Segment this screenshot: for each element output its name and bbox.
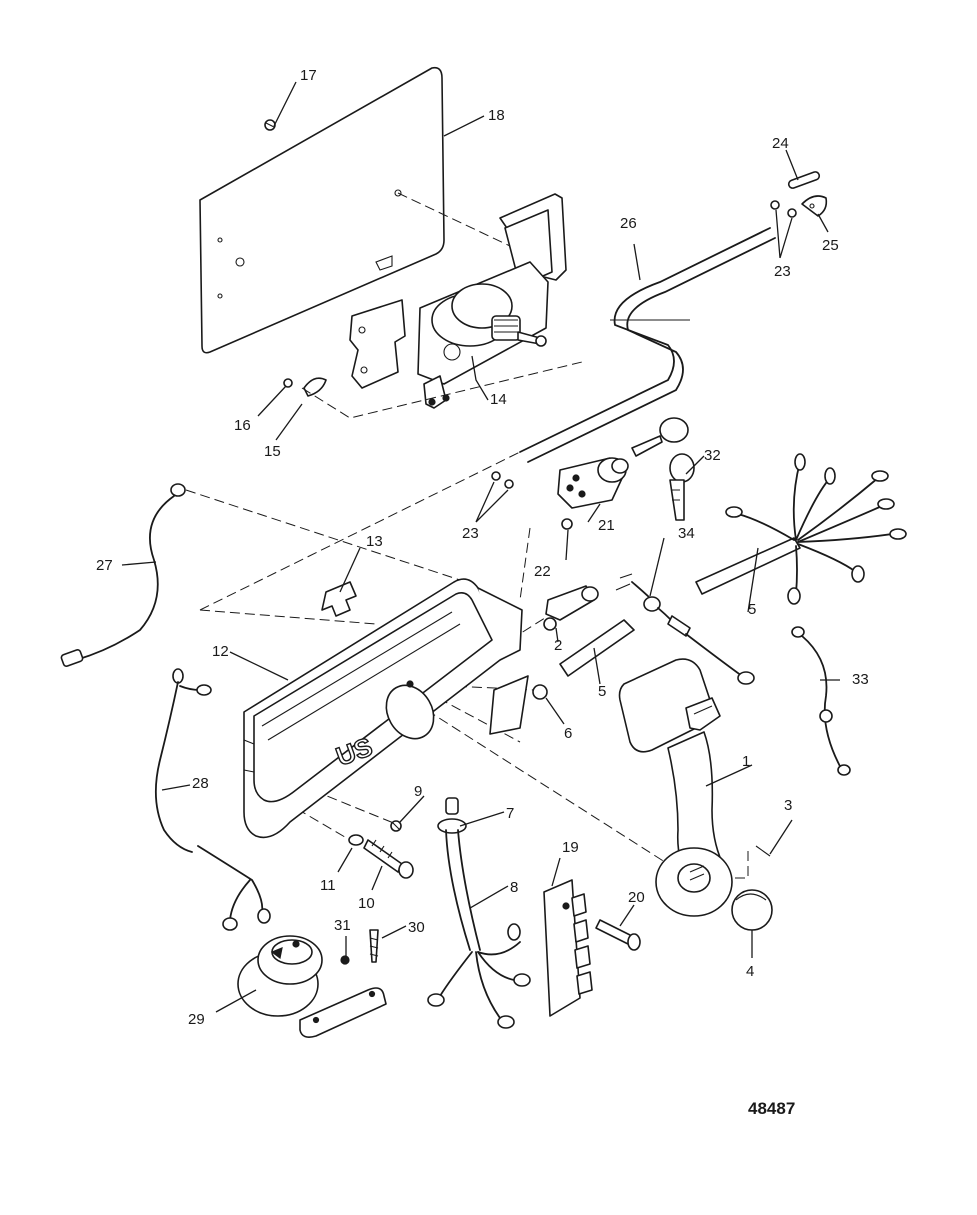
callout-24: 24 bbox=[772, 135, 789, 152]
washer bbox=[491, 471, 501, 481]
trim-lead bbox=[154, 668, 271, 931]
callout-9: 9 bbox=[414, 783, 422, 800]
leader-lines bbox=[121, 81, 840, 1013]
callout-34: 34 bbox=[678, 525, 695, 542]
bolt bbox=[363, 839, 414, 879]
callout-23-mid: 23 bbox=[462, 525, 479, 542]
callout-25: 25 bbox=[822, 237, 839, 254]
callout-28: 28 bbox=[192, 775, 209, 792]
callout-3: 3 bbox=[784, 797, 792, 814]
warning-horn bbox=[237, 935, 387, 1038]
washer bbox=[504, 479, 514, 489]
callout-7: 7 bbox=[506, 805, 514, 822]
sleeve bbox=[559, 619, 635, 677]
callout-4: 4 bbox=[746, 963, 754, 980]
washer bbox=[770, 200, 780, 210]
callout-33: 33 bbox=[852, 671, 869, 688]
callout-31: 31 bbox=[334, 917, 351, 934]
callout-11: 11 bbox=[320, 877, 336, 894]
callout-15: 15 bbox=[264, 443, 281, 460]
callout-23-top: 23 bbox=[774, 263, 791, 280]
pin bbox=[755, 845, 771, 857]
wiring-harness bbox=[695, 453, 907, 605]
callout-6: 6 bbox=[564, 725, 572, 742]
screw bbox=[264, 119, 276, 131]
grommet bbox=[437, 797, 467, 834]
nut bbox=[340, 955, 350, 965]
ground-lead bbox=[60, 483, 186, 668]
callout-19: 19 bbox=[562, 839, 579, 856]
neutral-switch-lead bbox=[615, 573, 755, 685]
screw bbox=[390, 820, 402, 832]
callout-5-sleeve: 5 bbox=[598, 683, 606, 700]
control-handle bbox=[618, 658, 733, 917]
callout-26: 26 bbox=[620, 215, 637, 232]
callout-14: 14 bbox=[490, 391, 507, 408]
lock-washer bbox=[283, 378, 293, 388]
trim-switch-harness bbox=[427, 829, 531, 1029]
knob-cap bbox=[731, 889, 773, 931]
control-cables bbox=[519, 227, 776, 463]
callout-1: 1 bbox=[742, 753, 750, 770]
callout-16: 16 bbox=[234, 417, 251, 434]
callout-32: 32 bbox=[704, 447, 721, 464]
cable-clip bbox=[303, 377, 327, 397]
ignition-keys bbox=[631, 417, 695, 521]
callout-22: 22 bbox=[534, 563, 551, 580]
callout-8: 8 bbox=[510, 879, 518, 896]
callout-30: 30 bbox=[408, 919, 425, 936]
cable-end-fitting bbox=[801, 195, 828, 217]
stop-switch bbox=[543, 585, 599, 631]
washer bbox=[787, 208, 797, 218]
control-mechanism bbox=[349, 193, 567, 409]
callout-18: 18 bbox=[488, 107, 505, 124]
mounting-plate bbox=[199, 66, 445, 354]
callout-17: 17 bbox=[300, 67, 317, 84]
callout-10: 10 bbox=[358, 895, 375, 912]
callout-12: 12 bbox=[212, 643, 229, 660]
terminal-block bbox=[543, 879, 593, 1017]
callout-labels: 17 18 14 16 15 24 25 23 26 32 21 22 23 2… bbox=[96, 67, 869, 1028]
callout-20: 20 bbox=[628, 889, 645, 906]
control-housing: US bbox=[243, 578, 529, 839]
ignition-switch bbox=[557, 457, 629, 509]
callout-5-harness: 5 bbox=[748, 601, 756, 618]
callout-27: 27 bbox=[96, 557, 113, 574]
callout-13: 13 bbox=[366, 533, 383, 550]
wire-lead bbox=[791, 626, 851, 776]
switch-nut bbox=[561, 518, 573, 530]
callout-29: 29 bbox=[188, 1011, 205, 1028]
screw bbox=[369, 929, 379, 963]
spring-clip bbox=[321, 581, 357, 617]
screw bbox=[595, 919, 641, 951]
callout-2: 2 bbox=[554, 637, 562, 654]
washer bbox=[532, 684, 548, 700]
flat-washer bbox=[348, 834, 364, 846]
cable-pin bbox=[787, 171, 821, 189]
callout-21: 21 bbox=[598, 517, 615, 534]
figure-number: 48487 bbox=[748, 1099, 795, 1118]
